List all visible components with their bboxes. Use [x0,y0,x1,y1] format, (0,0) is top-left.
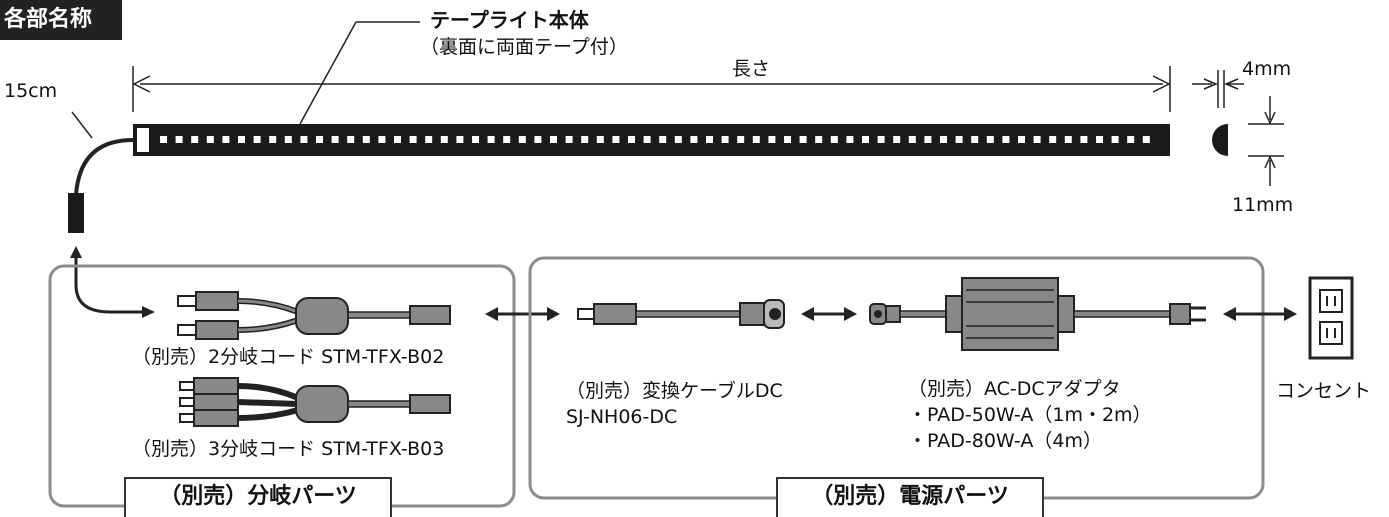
led-chip [1080,136,1088,143]
led-chip [534,136,542,143]
led-chip [581,136,589,143]
tape-name-label: テープライト本体 [430,8,589,32]
led-chip [924,136,932,143]
two-way-branch-label: （別売）2分岐コード STM-TFX-B02 [132,346,445,368]
dc-cable-label-1: （別売）変換ケーブルDC [566,380,783,402]
outlet-label: コンセント [1276,380,1372,402]
dc-conversion-cable [577,299,785,329]
led-chip [1002,136,1010,143]
led-chip [706,136,713,143]
led-chip [565,136,573,143]
led-chip [721,136,729,143]
led-chip [643,136,651,143]
height-label: 11mm [1232,194,1294,216]
double-arrow-1 [485,307,560,321]
adapter-label-2: ・PAD-50W-A（1m・2m） [908,404,1152,426]
led-chip [628,136,635,143]
led-chip [862,136,869,143]
led-chip [674,136,682,143]
led-chip [986,136,994,143]
length-label: 長さ [732,58,771,80]
led-chip [768,136,776,143]
led-chip [238,136,245,143]
led-chip [160,136,167,143]
led-chip [347,136,355,143]
led-chip [378,136,386,143]
three-way-branch-cord [179,377,451,427]
led-chip [269,136,277,143]
led-chip [784,136,791,143]
ac-dc-adapter [869,277,1206,351]
led-chip [1064,136,1072,143]
led-chip [1049,136,1057,143]
led-chip [612,136,620,143]
led-chip [1142,136,1150,143]
led-chip [955,136,963,143]
cable-length-label: 15cm [4,80,58,102]
led-chip [596,136,604,143]
led-chip [737,136,745,143]
led-chip [893,136,901,143]
led-chip [1096,136,1103,143]
led-chip [908,136,916,143]
tape-cable [68,111,134,233]
led-chip [472,136,479,143]
led-chip [253,136,261,143]
double-arrow-3 [1223,307,1297,321]
led-chip [487,136,495,143]
width-label: 4mm [1242,58,1292,80]
led-chip [846,136,854,143]
dc-cable-label-2: SJ-NH06-DC [566,406,678,428]
led-chip [440,136,448,143]
led-chip [971,136,979,143]
led-chip [518,136,526,143]
tape-leds [160,136,1150,143]
tape-name-leader [299,21,420,125]
led-chip [284,136,292,143]
power-parts-title: （別売）電源パーツ [776,477,1044,517]
led-chip [316,136,323,143]
length-dimension [132,66,1171,112]
led-chip [877,136,885,143]
led-chip [222,136,230,143]
tape-note-label: （裏面に両面テープ付） [420,36,628,58]
led-chip [799,136,807,143]
led-chip [1018,136,1025,143]
led-chip [550,136,557,143]
adapter-label-1: （別売）AC-DCアダプタ [908,378,1121,400]
branch-parts-box [48,264,516,508]
three-way-branch-label: （別売）3分岐コード STM-TFX-B03 [132,438,445,460]
led-chip [940,136,947,143]
led-chip [1111,136,1119,143]
outlet-icon [1308,276,1354,360]
two-way-branch-cord [177,291,451,340]
power-parts-box [528,256,1265,500]
led-chip [394,136,401,143]
led-chip [690,136,698,143]
led-chip [175,136,183,143]
led-chip [362,136,370,143]
led-chip [456,136,464,143]
led-chip [331,136,339,143]
led-chip [830,136,838,143]
led-chip [503,136,511,143]
branch-parts-title: （別売）分岐パーツ [124,477,392,517]
led-chip [752,136,760,143]
led-chip [191,136,199,143]
led-chip [206,136,214,143]
led-chip [300,136,308,143]
led-chip [815,136,823,143]
led-chip [659,136,667,143]
cross-section [1192,70,1284,186]
led-chip [425,136,433,143]
tape-light-body [133,124,1170,156]
section-title: 各部名称 [0,0,122,40]
led-chip [1127,136,1135,143]
connect-arrow-branch [70,246,155,318]
led-chip [409,136,417,143]
double-arrow-2 [801,307,857,321]
led-chip [1033,136,1041,143]
adapter-label-3: ・PAD-80W-A（4m） [908,430,1102,452]
